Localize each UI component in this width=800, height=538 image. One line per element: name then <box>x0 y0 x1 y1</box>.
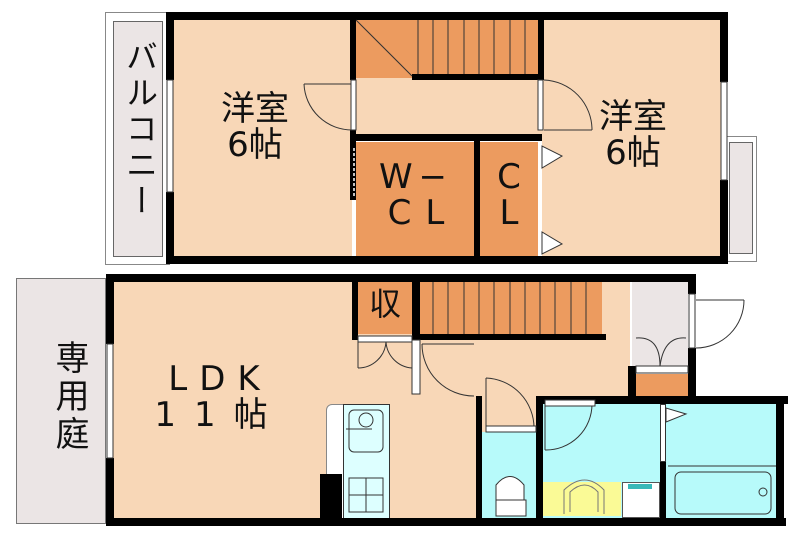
walk-in-closet <box>356 142 474 258</box>
storage-room <box>358 282 412 334</box>
room-name: 洋室 <box>599 97 667 137</box>
balcony-area <box>105 12 170 265</box>
wall <box>350 130 356 200</box>
wall <box>106 274 696 282</box>
room-size: 6帖 <box>605 132 661 173</box>
room-name: LDK <box>168 359 272 399</box>
wall <box>628 366 636 402</box>
wall <box>352 278 358 340</box>
wall <box>166 256 728 264</box>
vanity-counter <box>543 482 621 516</box>
western-room-left <box>170 18 352 258</box>
wall <box>412 334 606 340</box>
western-room-right <box>542 18 722 258</box>
wall <box>412 278 420 340</box>
wall <box>476 396 482 526</box>
wcl-line1: W− <box>378 157 454 197</box>
wall <box>350 12 356 80</box>
room-size: 6帖 <box>227 124 283 165</box>
refrigerator-space <box>320 474 342 520</box>
wall <box>688 274 696 294</box>
wcl-line2: CL <box>387 192 459 233</box>
walk-in-closet-label: W− CL <box>364 157 468 233</box>
wall <box>776 396 784 526</box>
shoe-storage <box>636 374 688 398</box>
wall <box>166 192 174 264</box>
stair-lower <box>420 282 602 336</box>
closet-label: C L <box>484 157 534 233</box>
cl-line2: L <box>499 192 519 233</box>
wall <box>688 348 696 404</box>
cl-line1: C <box>497 157 521 197</box>
wall <box>166 12 174 80</box>
room-size: 11帖 <box>154 394 286 435</box>
wall <box>166 12 728 20</box>
private-garden-area <box>16 278 106 524</box>
wall <box>536 396 543 526</box>
room-name: 洋室 <box>221 89 289 129</box>
wall <box>106 458 114 526</box>
closet <box>480 142 538 258</box>
western-room-left-label: 洋室 6帖 <box>200 89 310 165</box>
entrance <box>632 282 688 370</box>
wall <box>538 12 544 80</box>
wall <box>412 74 542 80</box>
hallway-upper <box>352 78 542 136</box>
balcony-right-ledge <box>724 136 757 262</box>
ldk-label: LDK 11帖 <box>150 359 290 435</box>
wall <box>350 134 542 141</box>
wall <box>720 12 728 82</box>
balcony-label: バルコニー <box>121 40 159 220</box>
bathroom <box>666 404 776 520</box>
private-garden-label: 専用庭 <box>49 340 89 454</box>
wall <box>106 274 114 344</box>
wall <box>474 134 480 260</box>
wall <box>720 180 728 264</box>
western-room-right-label: 洋室 6帖 <box>578 97 688 173</box>
storage-label: 収 <box>368 285 401 323</box>
wall <box>106 518 786 526</box>
